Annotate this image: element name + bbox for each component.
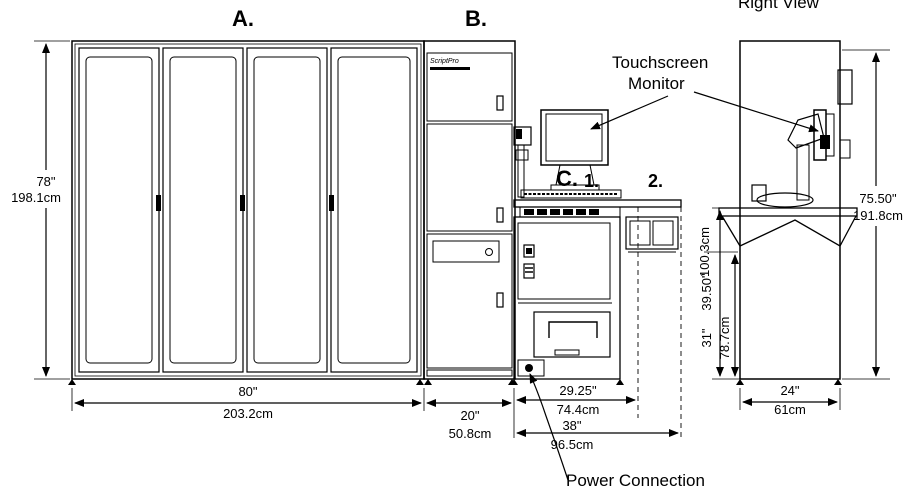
power-port-icon — [525, 364, 533, 372]
dim-desk-lower: 31" 78.7cm — [699, 251, 739, 377]
unit-a-height-cm: 198.1cm — [11, 190, 61, 205]
unit-b-label: B. — [465, 6, 487, 31]
unit-a-label: A. — [232, 6, 254, 31]
touchscreen-monitor-side — [787, 109, 835, 161]
right-view-title: Right View — [738, 0, 820, 12]
power-connection-label: Power Connection — [566, 471, 705, 490]
dim-right-depth: 24" 61cm — [739, 383, 841, 417]
unit-b-module-top — [426, 52, 513, 122]
unit-b-width-in: 20" — [460, 408, 479, 423]
unit-a-width-cm: 203.2cm — [223, 406, 273, 421]
unit-c1-label: 1. — [584, 171, 599, 191]
unit-a-width-in: 80" — [238, 384, 257, 399]
desk-ext-width-in: 38" — [562, 418, 581, 433]
desk-height-in: 39.50" — [699, 273, 714, 311]
printer-tray — [533, 311, 611, 358]
scriptpro-logo: ScriptPro — [430, 58, 459, 65]
right-view-cabinet — [718, 40, 858, 385]
unit-b-width-cm: 50.8cm — [449, 426, 492, 441]
desk-width-in: 29.25" — [559, 383, 597, 398]
unit-c-label: C. — [556, 166, 578, 191]
unit-a-door-1 — [78, 47, 160, 373]
desk-width-cm: 74.4cm — [557, 402, 600, 417]
desk-lower-in: 31" — [699, 328, 714, 347]
desk-lower-cm: 78.7cm — [717, 317, 732, 360]
scanner-arm — [513, 126, 532, 198]
right-height-in: 75.50" — [859, 191, 897, 206]
unit-a-door-2 — [162, 47, 244, 373]
unit-a-door-3 — [246, 47, 328, 373]
keyboard — [520, 189, 622, 199]
touchscreen-label-line2: Monitor — [628, 74, 685, 93]
desk-extension — [625, 216, 679, 253]
unit-c-workstation — [510, 109, 682, 385]
right-depth-cm: 61cm — [774, 402, 806, 417]
desk-drawer-row — [519, 206, 621, 218]
unit-b-module-middle — [426, 123, 513, 232]
unit-b-cabinet: ScriptPro — [423, 40, 516, 385]
unit-a-cabinet — [68, 40, 425, 385]
unit-a-height-in: 78" — [36, 174, 55, 189]
unit-a-door-handles — [156, 195, 334, 211]
dim-unit-a-width: 80" 203.2cm — [71, 384, 425, 421]
desk-controls — [523, 244, 535, 279]
right-depth-in: 24" — [780, 383, 799, 398]
touchscreen-label-line1: Touchscreen — [612, 53, 708, 72]
unit-a-door-4 — [330, 47, 418, 373]
desk-ext-width-cm: 96.5cm — [551, 437, 594, 452]
dim-unit-b-width: 20" 50.8cm — [426, 388, 515, 441]
unit-c2-label: 2. — [648, 171, 663, 191]
dim-desk-width: 29.25" 74.4cm — [516, 207, 639, 418]
power-callout: Power Connection — [529, 373, 705, 490]
unit-b-module-bottom — [426, 233, 513, 369]
right-height-cm: 191.8cm — [853, 208, 903, 223]
touchscreen-callout: Touchscreen Monitor — [590, 53, 819, 133]
dim-unit-a-height: 78" 198.1cm — [11, 40, 70, 380]
unit-b-feet — [424, 379, 516, 385]
dim-right-height: 75.50" 191.8cm — [842, 49, 903, 380]
dim-desk-extended-width: 38" 96.5cm — [516, 207, 682, 452]
